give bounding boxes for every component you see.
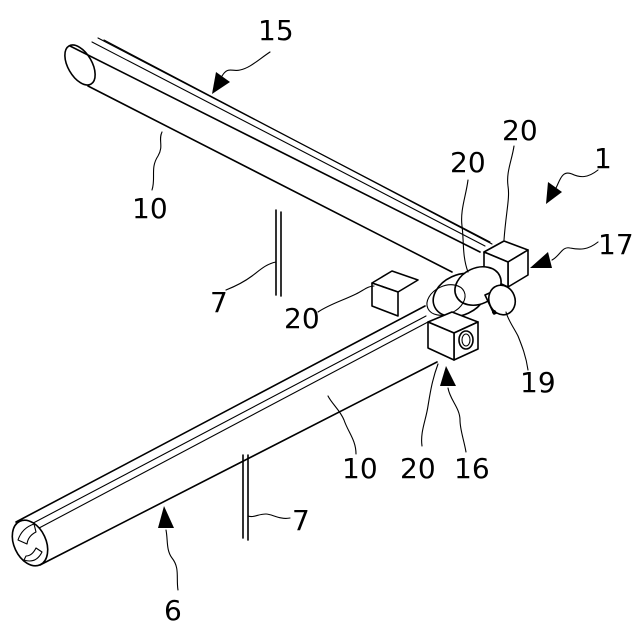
label-post-lower: 7 <box>292 504 310 537</box>
label-connector-mid: 20 <box>450 146 486 179</box>
label-post-upper: 7 <box>210 286 228 319</box>
label-connector-left: 20 <box>284 302 320 335</box>
front-connector <box>428 312 478 360</box>
label-connector-bottom: 20 <box>400 452 436 485</box>
label-joint-right: 17 <box>598 228 634 261</box>
label-rail-body-upper: 10 <box>132 192 168 225</box>
label-upper-rail: 15 <box>258 14 294 47</box>
label-joint-front: 16 <box>454 452 490 485</box>
posts <box>243 210 281 540</box>
reference-labels: 1 15 6 10 10 7 7 20 20 20 20 17 16 19 <box>132 14 634 627</box>
label-rail-body-lower: 10 <box>342 452 378 485</box>
label-pin: 19 <box>520 366 556 399</box>
label-frame: 1 <box>594 142 612 175</box>
lower-rail <box>5 306 437 572</box>
lower-rail-end <box>5 514 54 571</box>
label-lower-rail: 6 <box>164 594 182 627</box>
joint-assembly <box>372 241 528 360</box>
label-connector-top: 20 <box>502 114 538 147</box>
